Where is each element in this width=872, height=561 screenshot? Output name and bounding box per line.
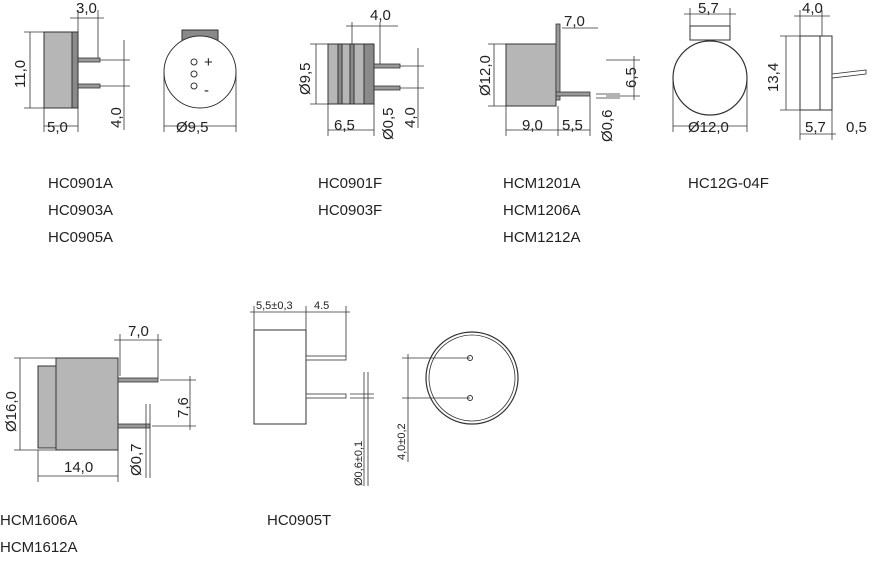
model-label: HC0903A [48, 202, 114, 219]
hc12g04f-side-view [780, 10, 867, 140]
dim-0-5: 0,5 [846, 119, 867, 136]
dim-5-5-tol: 5,5±0,3 [256, 300, 293, 312]
dim-dia-0-6: Ø0,6 [599, 109, 616, 142]
dim-5-7: 5,7 [805, 119, 826, 136]
dim-4-0-tol: 4,0±0,2 [396, 423, 408, 460]
dim-3-0: 3,0 [76, 0, 97, 17]
dim-dia-0-5: Ø0,5 [380, 107, 397, 140]
dim-4-0: 4,0 [108, 107, 125, 128]
dim-14-0: 14,0 [64, 459, 93, 476]
dim-5-5: 5,5 [562, 117, 583, 134]
dim-dia-16-0: Ø16,0 [3, 391, 20, 432]
model-label: HC12G-04F [688, 175, 769, 192]
model-label: HCM1201A [503, 175, 581, 192]
dim-4-5: 4.5 [314, 300, 329, 312]
dim-13-4: 13,4 [765, 63, 782, 92]
dim-dia-9-5: Ø9,5 [176, 119, 209, 136]
dim-dia-9-5-side: Ø9,5 [297, 62, 314, 95]
hc12g04f-front-view [672, 8, 748, 132]
dim-dia-12-0-side: Ø12,0 [477, 55, 494, 96]
dim-7-0: 7,0 [564, 13, 585, 30]
model-list-hc0901f: HC0901F HC0903F [318, 170, 382, 224]
dim-4-0-pin: 4,0 [402, 107, 419, 128]
hc0901f-side-view [310, 22, 424, 136]
dim-7-6: 7,6 [175, 397, 192, 418]
hc0901a-side-view [24, 10, 130, 132]
hcm1606a-side-view [14, 334, 196, 482]
model-list-hc0905t: HC0905T [267, 507, 331, 534]
model-list-hcm1606a: HCM1606A HCM1612A [0, 507, 78, 561]
dim-dia-0-6-tol: Ø0,6±0,1 [353, 441, 365, 486]
dim-dia-0-7: Ø0,7 [128, 443, 145, 476]
model-label: HCM1606A [0, 512, 78, 529]
model-label: HCM1612A [0, 539, 78, 556]
dim-4-0-top: 4,0 [370, 7, 391, 24]
dim-6-5-spacing: 6,5 [623, 67, 640, 88]
minus-sign: - [204, 82, 209, 99]
model-label: HC0905T [267, 512, 332, 529]
model-label: HC0903F [318, 202, 383, 219]
model-list-hc12g04f: HC12G-04F [688, 170, 769, 197]
dim-9-0: 9,0 [522, 117, 543, 134]
dim-4-0-side: 4,0 [802, 0, 823, 17]
hcm1201a-side-view [488, 23, 640, 136]
dim-11-0: 11,0 [12, 60, 29, 88]
hc0905t-side-view [250, 306, 374, 486]
model-label: HC0905A [48, 229, 114, 246]
model-list-hc0901a: HC0901A HC0903A HC0905A [48, 170, 113, 251]
dim-dia-12-0-front: Ø12,0 [688, 119, 729, 136]
model-label: HCM1212A [503, 229, 581, 246]
hc0905t-front-view [402, 331, 519, 462]
model-label: HC0901A [48, 175, 114, 192]
model-label: HCM1206A [503, 202, 581, 219]
dim-6-5: 6,5 [334, 117, 355, 134]
dim-5-0: 5,0 [47, 119, 68, 136]
model-list-hcm1201a: HCM1201A HCM1206A HCM1212A [503, 170, 581, 251]
plus-sign: + [204, 54, 213, 71]
model-label: HC0901F [318, 175, 383, 192]
hc0901a-front-view [163, 29, 237, 132]
dim-7-0-1606: 7,0 [128, 323, 149, 340]
dim-5-7-top: 5,7 [698, 0, 719, 17]
